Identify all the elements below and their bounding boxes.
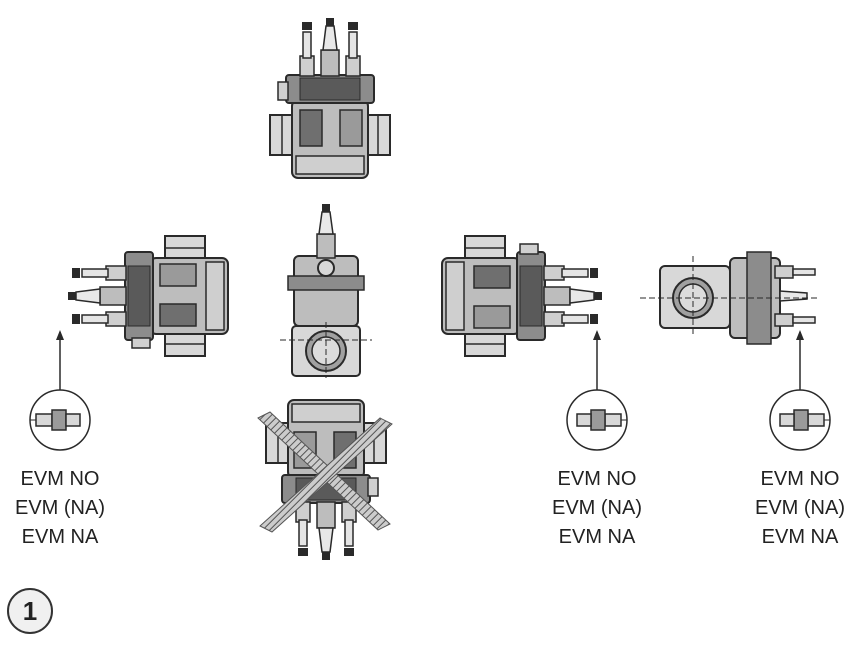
label-group-right: EVM NO EVM (NA) EVM NA xyxy=(745,465,855,552)
label-evm-no-left: EVM NO xyxy=(20,468,100,490)
figure-number-badge: 1 xyxy=(7,588,53,634)
label-evm-na-paren-middle-right: EVM (NA) xyxy=(552,497,642,519)
label-evm-na-right: EVM NA xyxy=(761,526,839,548)
valve-front-view xyxy=(280,203,372,378)
valve-left-view xyxy=(67,235,229,357)
label-evm-na-middle-right: EVM NA xyxy=(558,526,636,548)
label-evm-na-paren-left: EVM (NA) xyxy=(15,497,105,519)
valve-top-view xyxy=(269,17,391,179)
label-evm-na-paren-right: EVM (NA) xyxy=(755,497,845,519)
label-group-middle-right: EVM NO EVM (NA) EVM NA xyxy=(542,465,652,552)
label-evm-no-right: EVM NO xyxy=(760,468,840,490)
evm-detail-middle-right xyxy=(566,389,628,451)
valve-side-view xyxy=(640,251,820,345)
evm-detail-left xyxy=(29,389,91,451)
label-group-left: EVM NO EVM (NA) EVM NA xyxy=(5,465,115,552)
evm-detail-right xyxy=(769,389,831,451)
label-evm-na-left: EVM NA xyxy=(21,526,99,548)
forbidden-cross xyxy=(257,411,393,533)
label-evm-no-middle-right: EVM NO xyxy=(557,468,637,490)
valve-right-view xyxy=(441,235,603,357)
